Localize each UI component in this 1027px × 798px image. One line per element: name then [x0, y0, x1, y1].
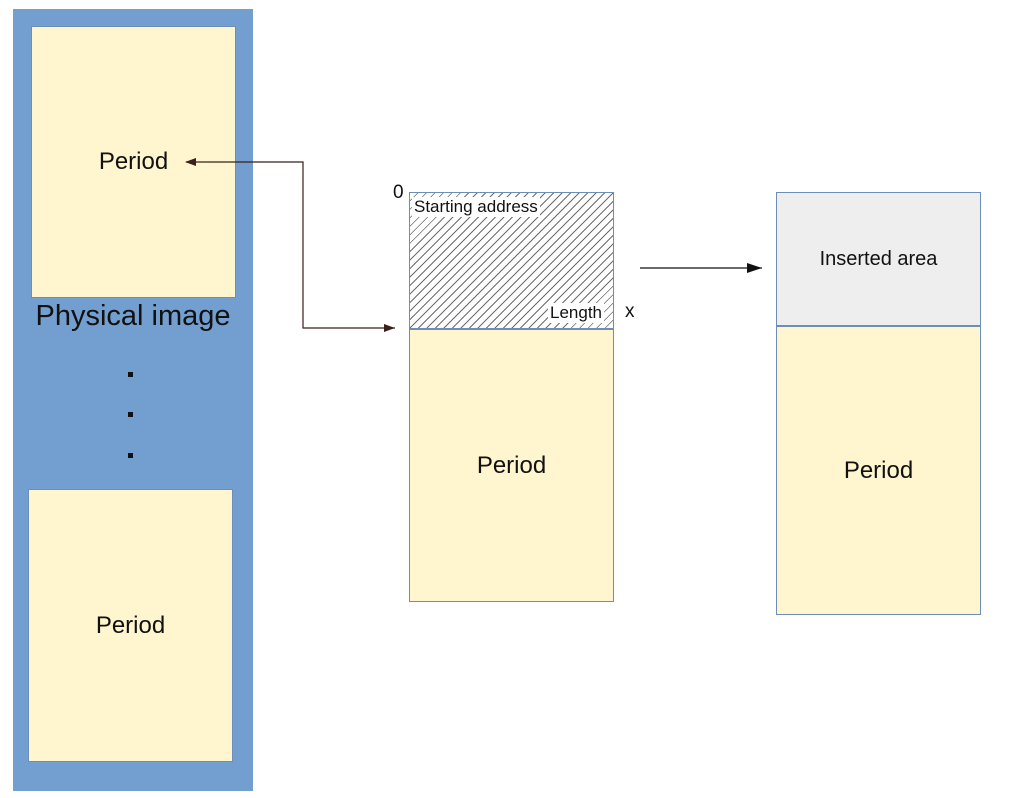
physical-image-bottom-period-label: Period [95, 611, 166, 639]
inserted-area: Inserted area [776, 192, 981, 326]
length-label: Length [548, 303, 604, 323]
physical-image-bottom-period: Period [28, 489, 233, 762]
result-period-label: Period [843, 456, 914, 484]
bidirectional-connector-arrow [185, 158, 395, 332]
inserted-area-label: Inserted area [819, 247, 938, 270]
ellipsis-dot [128, 412, 133, 417]
segment-period-label: Period [476, 451, 547, 479]
physical-image-top-period-label: Period [98, 148, 169, 175]
ellipsis-dot [128, 372, 133, 377]
end-offset-label: x [625, 301, 635, 322]
segment-period: Period [409, 329, 614, 602]
ellipsis-dot [128, 453, 133, 458]
start-offset-label: 0 [393, 182, 404, 203]
starting-address-label: Starting address [412, 197, 540, 217]
result-period: Period [776, 326, 981, 615]
